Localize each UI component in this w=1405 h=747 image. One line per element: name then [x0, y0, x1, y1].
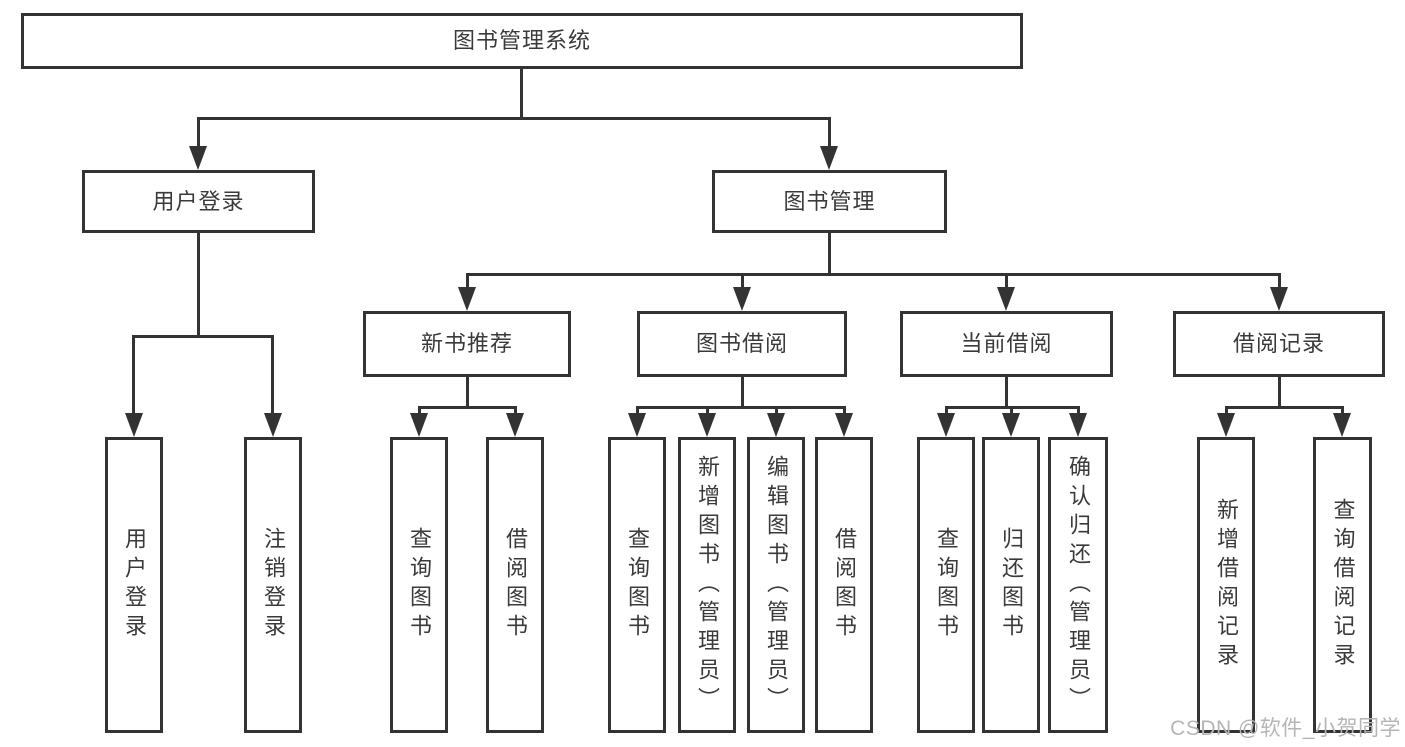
- connector-line: [1225, 406, 1344, 409]
- node-library-management-system: 图书管理系统: [21, 13, 1023, 69]
- leaf-return-books: 归还图书: [982, 437, 1040, 733]
- leaf-recommend-query-books: 查询图书: [390, 437, 448, 733]
- connector-line: [466, 273, 1281, 276]
- arrowhead-icon: [506, 413, 524, 437]
- connector-line: [466, 377, 469, 406]
- connector-line: [1005, 377, 1008, 406]
- arrowhead-icon: [698, 413, 716, 437]
- node-borrow-records: 借阅记录: [1173, 311, 1385, 377]
- leaf-label: 新增图书（管理员）: [695, 454, 720, 716]
- connector-line: [520, 69, 523, 117]
- node-label: 新书推荐: [420, 331, 513, 356]
- leaf-label: 注销登录: [261, 527, 286, 643]
- connector-line: [828, 117, 831, 150]
- connector-line: [132, 335, 135, 415]
- connector-line: [197, 117, 831, 120]
- leaf-label: 编辑图书（管理员）: [764, 454, 789, 716]
- leaf-confirm-return-admin: 确认归还（管理员）: [1048, 437, 1108, 733]
- node-book-management: 图书管理: [712, 170, 947, 233]
- csdn-watermark: CSDN @软件_小贺同学: [1170, 717, 1401, 740]
- leaf-borrow-books: 借阅图书: [815, 437, 873, 733]
- leaf-current-query-books: 查询图书: [917, 437, 975, 733]
- node-label: 图书管理: [783, 188, 876, 214]
- arrowhead-icon: [1002, 413, 1020, 437]
- node-label: 借阅记录: [1232, 331, 1325, 356]
- node-label: 图书借阅: [695, 331, 788, 356]
- leaf-label: 用户登录: [122, 527, 147, 643]
- arrowhead-icon: [733, 287, 751, 311]
- connector-line: [271, 335, 274, 415]
- arrowhead-icon: [189, 146, 207, 170]
- arrowhead-icon: [1069, 413, 1087, 437]
- connector-line: [132, 335, 274, 338]
- leaf-query-borrow-record: 查询借阅记录: [1313, 437, 1372, 733]
- leaf-label: 借阅图书: [503, 527, 528, 643]
- leaf-label: 确认归还（管理员）: [1066, 454, 1091, 716]
- arrowhead-icon: [1217, 413, 1235, 437]
- leaf-recommend-borrow-books: 借阅图书: [486, 437, 544, 733]
- arrowhead-icon: [1333, 413, 1351, 437]
- leaf-label: 归还图书: [999, 527, 1024, 643]
- leaf-borrow-query-books: 查询图书: [608, 437, 666, 733]
- connector-line: [514, 406, 517, 415]
- connector-line: [197, 233, 200, 335]
- connector-line: [1225, 406, 1228, 415]
- connector-line: [1278, 273, 1281, 289]
- node-new-book-recommend: 新书推荐: [363, 311, 571, 377]
- leaf-label: 查询图书: [625, 527, 650, 643]
- connector-line: [1278, 377, 1281, 406]
- connector-line: [741, 377, 744, 406]
- connector-line: [775, 406, 778, 415]
- arrowhead-icon: [410, 413, 428, 437]
- node-current-borrow: 当前借阅: [900, 311, 1113, 377]
- node-book-borrow: 图书借阅: [637, 311, 847, 377]
- leaf-label: 查询图书: [934, 527, 959, 643]
- leaf-label: 查询图书: [407, 527, 432, 643]
- connector-line: [741, 273, 744, 289]
- arrowhead-icon: [937, 413, 955, 437]
- leaf-label: 借阅图书: [832, 527, 857, 643]
- connector-line: [418, 406, 421, 415]
- leaf-edit-books-admin: 编辑图书（管理员）: [747, 437, 805, 733]
- connector-line: [1341, 406, 1344, 415]
- node-label: 用户登录: [152, 188, 245, 214]
- leaf-label: 查询借阅记录: [1330, 498, 1356, 672]
- connector-line: [828, 233, 831, 273]
- connector-line: [197, 117, 200, 150]
- arrowhead-icon: [1270, 287, 1288, 311]
- connector-line: [636, 406, 846, 409]
- arrowhead-icon: [820, 146, 838, 170]
- leaf-label: 新增借阅记录: [1214, 498, 1239, 672]
- connector-line: [843, 406, 846, 415]
- arrowhead-icon: [767, 413, 785, 437]
- arrowhead-icon: [264, 413, 282, 437]
- connector-line: [1010, 406, 1013, 415]
- connector-line: [706, 406, 709, 415]
- connector-line: [636, 406, 639, 415]
- arrowhead-icon: [997, 287, 1015, 311]
- arrowhead-icon: [835, 413, 853, 437]
- leaf-add-borrow-record: 新增借阅记录: [1197, 437, 1255, 733]
- connector-line: [1005, 273, 1008, 289]
- leaf-logout: 注销登录: [244, 437, 302, 733]
- connector-line: [418, 406, 517, 409]
- arrowhead-icon: [458, 287, 476, 311]
- arrowhead-icon: [125, 413, 143, 437]
- connector-line: [1077, 406, 1080, 415]
- connector-line: [945, 406, 948, 415]
- node-label: 图书管理系统: [452, 28, 591, 53]
- leaf-add-books-admin: 新增图书（管理员）: [678, 437, 736, 733]
- arrowhead-icon: [628, 413, 646, 437]
- node-user-login: 用户登录: [82, 170, 315, 233]
- node-label: 当前借阅: [960, 331, 1053, 356]
- leaf-user-login: 用户登录: [105, 437, 163, 733]
- connector-line: [466, 273, 469, 289]
